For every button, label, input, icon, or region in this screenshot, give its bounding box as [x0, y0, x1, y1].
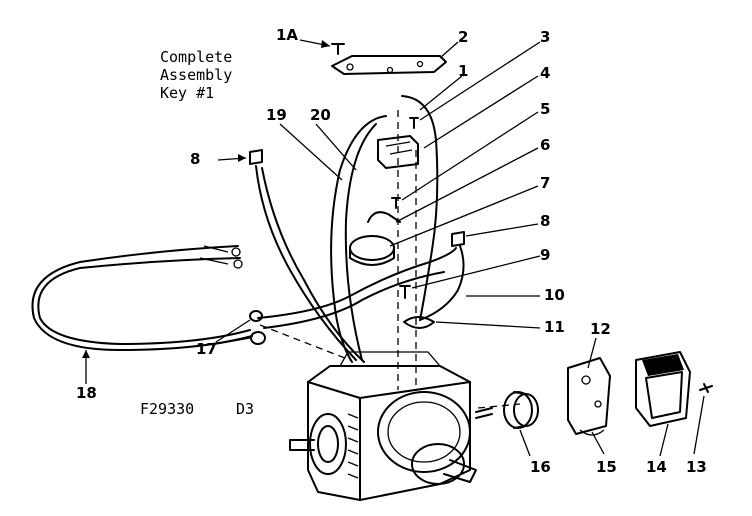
callout-19: 19 — [266, 106, 287, 124]
callout-2: 2 — [458, 28, 468, 46]
gasket-plate — [567, 357, 611, 436]
callout-10: 10 — [544, 286, 565, 304]
callout-1a: 1A — [276, 26, 298, 44]
grommet — [403, 316, 435, 329]
switch-block — [377, 135, 419, 169]
callout-4: 4 — [540, 64, 550, 82]
centerline-left — [259, 324, 351, 361]
handle-escutcheon — [635, 351, 691, 427]
leader-lines — [85, 39, 705, 457]
callout-17: 17 — [196, 340, 217, 358]
cover-screw — [331, 43, 345, 55]
strain-relief-bottom — [250, 331, 266, 345]
wire-nut-right — [451, 231, 465, 247]
wire-harness — [255, 95, 465, 363]
callout-14: 14 — [646, 458, 667, 476]
drawing-code: F29330 — [140, 400, 194, 418]
callout-7: 7 — [540, 174, 550, 192]
callout-8-right: 8 — [540, 212, 550, 230]
callout-3: 3 — [540, 28, 550, 46]
callout-5: 5 — [540, 100, 550, 118]
callout-20: 20 — [310, 106, 331, 124]
arrowhead-18 — [82, 350, 90, 358]
callout-9: 9 — [540, 246, 550, 264]
callout-16: 16 — [530, 458, 551, 476]
callout-labels: 1A 2 3 1 4 5 6 7 8 9 10 11 12 19 20 8 17… — [76, 26, 707, 476]
screw-3 — [409, 117, 419, 129]
callout-8-left: 8 — [190, 150, 200, 168]
wire-nut-left — [249, 149, 263, 165]
callout-12: 12 — [590, 320, 611, 338]
screw-9 — [399, 285, 411, 299]
timer-housing — [289, 351, 493, 501]
knob — [503, 391, 539, 429]
callout-13: 13 — [686, 458, 707, 476]
clip-bracket — [367, 211, 401, 223]
strain-relief-top — [249, 310, 263, 322]
assembly-note-line-3: Key #1 — [160, 84, 214, 102]
callout-15: 15 — [596, 458, 617, 476]
callout-1: 1 — [458, 62, 468, 80]
assembly-note-line-2: Assembly — [160, 66, 232, 84]
callout-18: 18 — [76, 384, 97, 402]
arrowhead-8 — [238, 154, 246, 162]
capacitor — [349, 235, 395, 266]
arrowhead-1a — [321, 40, 330, 48]
callout-6: 6 — [540, 136, 550, 154]
assembly-note: Complete Assembly Key #1 — [160, 48, 232, 102]
cover-plate — [331, 55, 447, 75]
line-cord — [31, 245, 253, 351]
revision-code: D3 — [236, 400, 254, 418]
assembly-note-line-1: Complete — [160, 48, 232, 66]
screw-13 — [699, 383, 713, 393]
screw-5 — [391, 197, 401, 209]
callout-11: 11 — [544, 318, 565, 336]
